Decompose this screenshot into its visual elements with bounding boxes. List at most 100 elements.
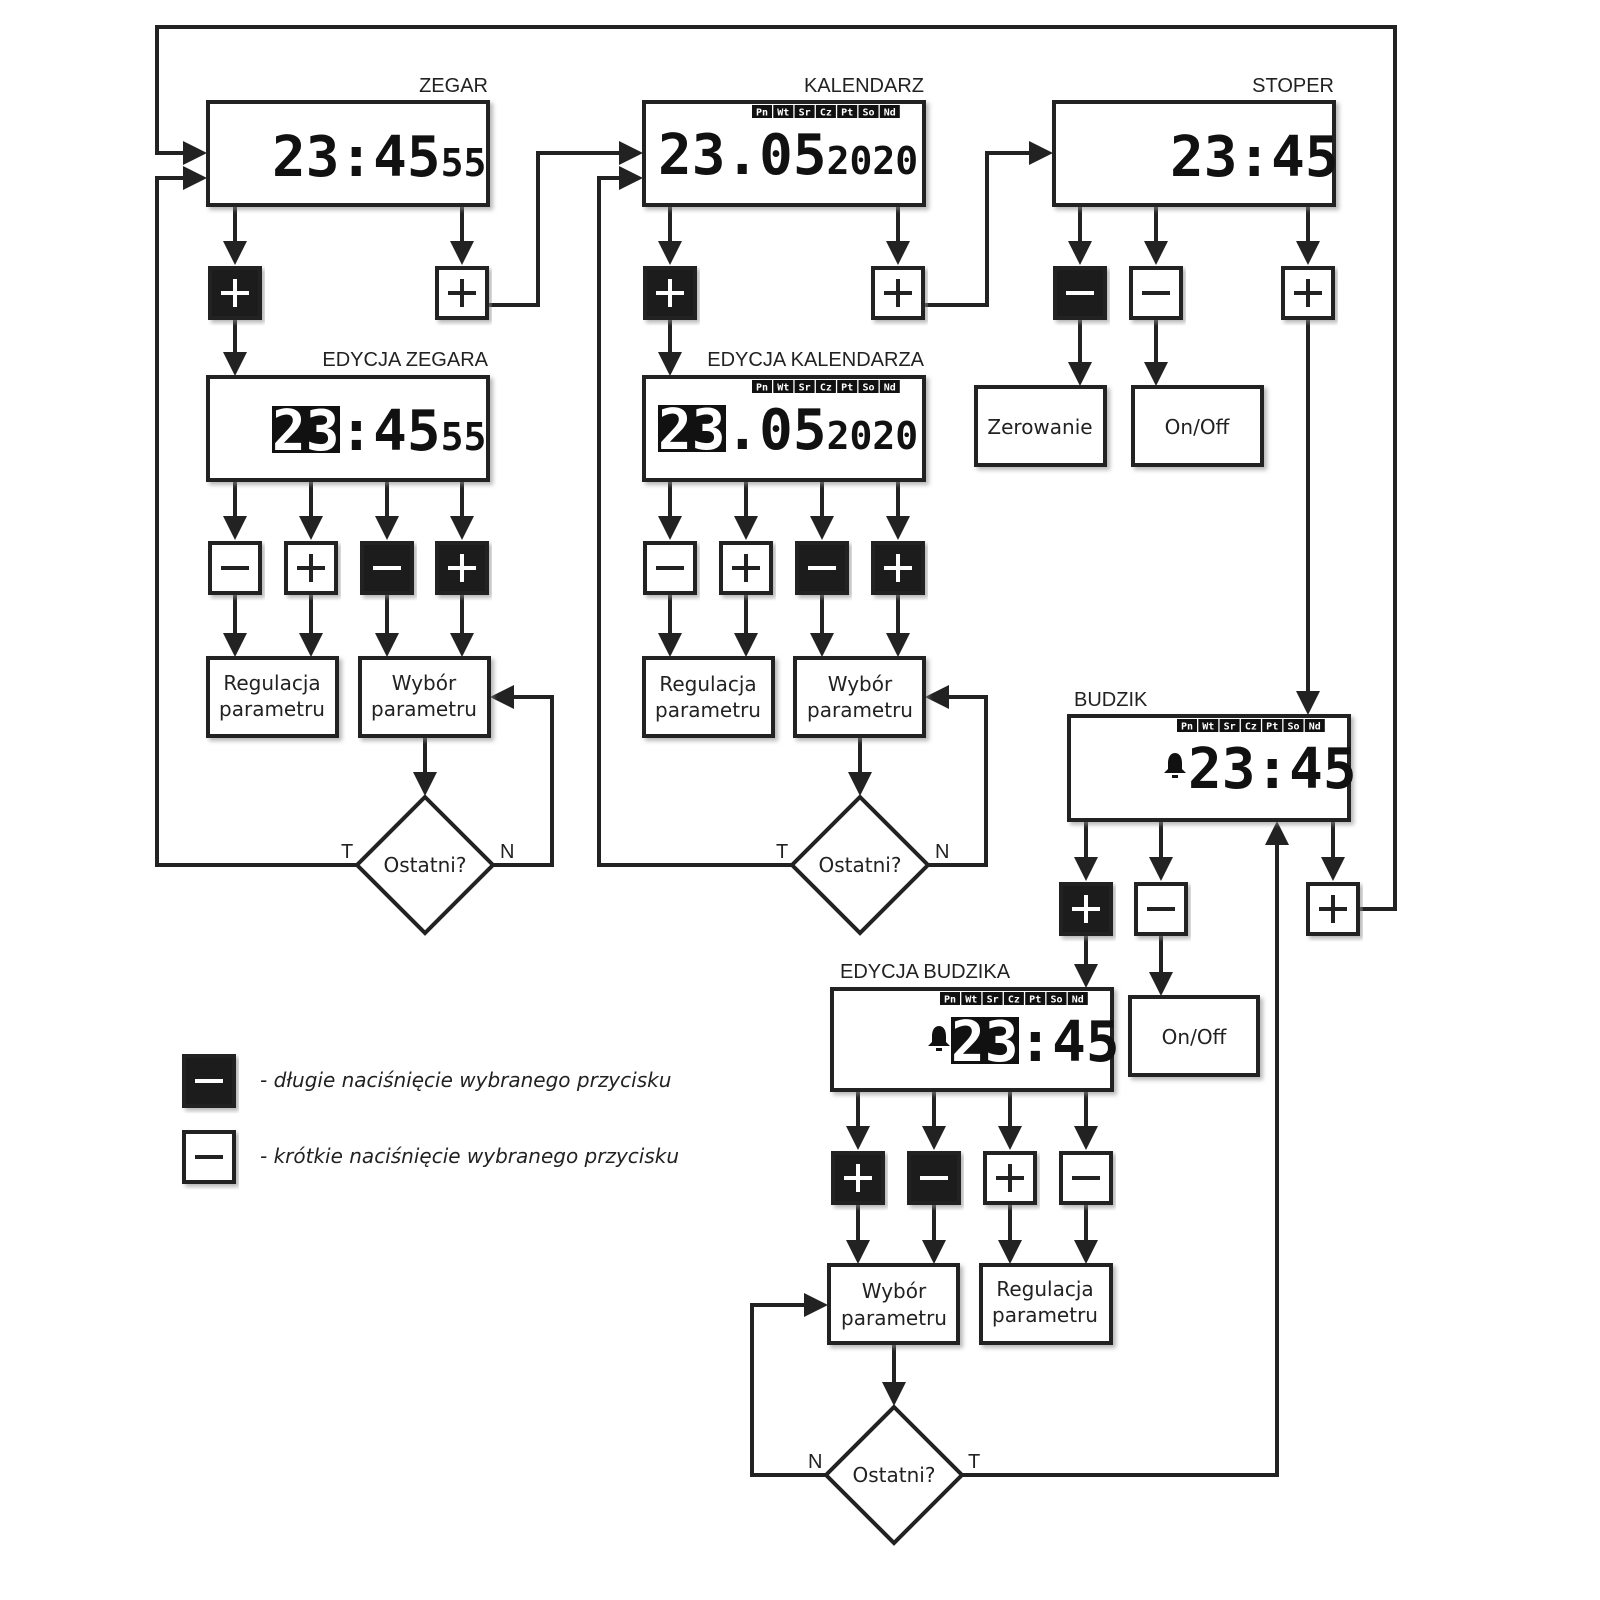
weekday-label: Cz [1245,722,1257,733]
weekday-cell [879,380,900,393]
box-zerowanie: Zerowanie [974,385,1107,467]
legend-short-press-symbol [182,1130,236,1184]
legend-short-text: - krótkie naciśnięcie wybranego przycisk… [260,1144,679,1168]
plus-icon [1294,279,1322,307]
svg-text:Ostatni?: Ostatni? [384,853,467,877]
plus-icon [1319,895,1347,923]
weekday-label: Cz [820,108,832,119]
svg-text:Zerowanie: Zerowanie [987,415,1092,439]
screen-label: STOPER [1252,75,1334,97]
button-plus-long [871,541,925,595]
button-minus-long [907,1151,961,1205]
plus-icon [448,554,476,582]
display-value: 23.052020 [658,123,918,188]
weekday-cell [1304,719,1325,732]
svg-text:Wybór: Wybór [862,1279,927,1303]
plus-icon [1072,895,1100,923]
weekday-cell [1025,992,1046,1005]
weekday-cell [858,105,879,118]
button-plus-short [871,266,925,320]
weekday-cell [794,380,815,393]
weekday-cell [752,105,772,118]
weekday-cell [1283,719,1304,732]
weekday-cell [982,992,1003,1005]
edit-highlight [658,405,726,452]
plus-icon [448,279,476,307]
weekday-cell [1067,992,1088,1005]
svg-text:Regulacja: Regulacja [659,672,756,696]
button-plus-long [1059,882,1113,936]
svg-text:T: T [968,1451,980,1473]
weekday-row: Pn Wt Sr Cz Pt So Nd [940,992,1088,1006]
weekday-cell [879,105,900,118]
button-plus-short [1306,882,1360,936]
weekday-label: Pt [1266,722,1278,733]
button-minus-short [643,541,697,595]
weekday-label: Pn [756,108,768,119]
svg-text:parametru: parametru [371,697,477,721]
weekday-label: Wt [777,383,789,394]
svg-text:Regulacja: Regulacja [223,671,320,695]
display-value: 23:4555 [272,399,486,464]
weekday-cell [1262,719,1283,732]
connectors [155,25,1397,1477]
screen-label: BUDZIK [1074,689,1148,711]
weekday-cell [1219,719,1240,732]
weekday-label: Nd [1072,995,1084,1006]
svg-text:Wybór: Wybór [392,671,457,695]
box-on-off-stoper: On/Off [1131,385,1264,467]
button-plus-short [284,541,338,595]
svg-text:Ostatni?: Ostatni? [819,853,902,877]
box-on-off-budzik: On/Off [1128,995,1260,1077]
svg-text:Regulacja: Regulacja [996,1277,1093,1301]
weekday-label: Wt [965,995,977,1006]
weekday-label: Sr [799,383,811,394]
weekday-label: Pn [944,995,956,1006]
legend-long-text: - długie naciśnięcie wybranego przycisku [260,1068,671,1092]
button-plus-long [435,541,489,595]
weekday-label: Sr [987,995,999,1006]
weekday-label: Pt [841,108,853,119]
plus-icon [996,1164,1024,1192]
weekday-cell [794,105,815,118]
button-minus-short [208,541,262,595]
button-plus-short [719,541,773,595]
svg-text:parametru: parametru [655,698,761,722]
plus-icon [656,279,684,307]
button-minus-short [1134,882,1188,936]
weekday-cell [773,105,794,118]
legend: - długie naciśnięcie wybranego przycisku… [182,1054,679,1184]
weekday-cell [1177,719,1197,732]
weekday-cell [858,380,879,393]
svg-text:Ostatni?: Ostatni? [853,1463,936,1487]
weekday-label: Pt [1029,995,1041,1006]
weekday-label: So [1287,722,1299,733]
weekday-label: Nd [1309,722,1321,733]
weekday-cell [837,380,858,393]
weekday-label: Cz [1008,995,1020,1006]
screen-label: EDYCJA BUDZIKA [840,961,1011,983]
svg-text:parametru: parametru [807,698,913,722]
weekday-label: So [1050,995,1062,1006]
plus-icon [732,554,760,582]
display-value: 23:45 [951,1010,1120,1075]
weekday-label: So [862,108,874,119]
svg-text:N: N [935,841,949,863]
weekday-cell [752,380,772,393]
display-value: 23:45 [1188,737,1357,802]
button-minus-long [795,541,849,595]
svg-text:N: N [808,1451,822,1473]
screen-edycja-budzika: EDYCJA BUDZIKA Pn Wt Sr Cz Pt So Nd 23:45 [830,961,1120,1092]
weekday-label: So [862,383,874,394]
weekday-cell [940,992,960,1005]
